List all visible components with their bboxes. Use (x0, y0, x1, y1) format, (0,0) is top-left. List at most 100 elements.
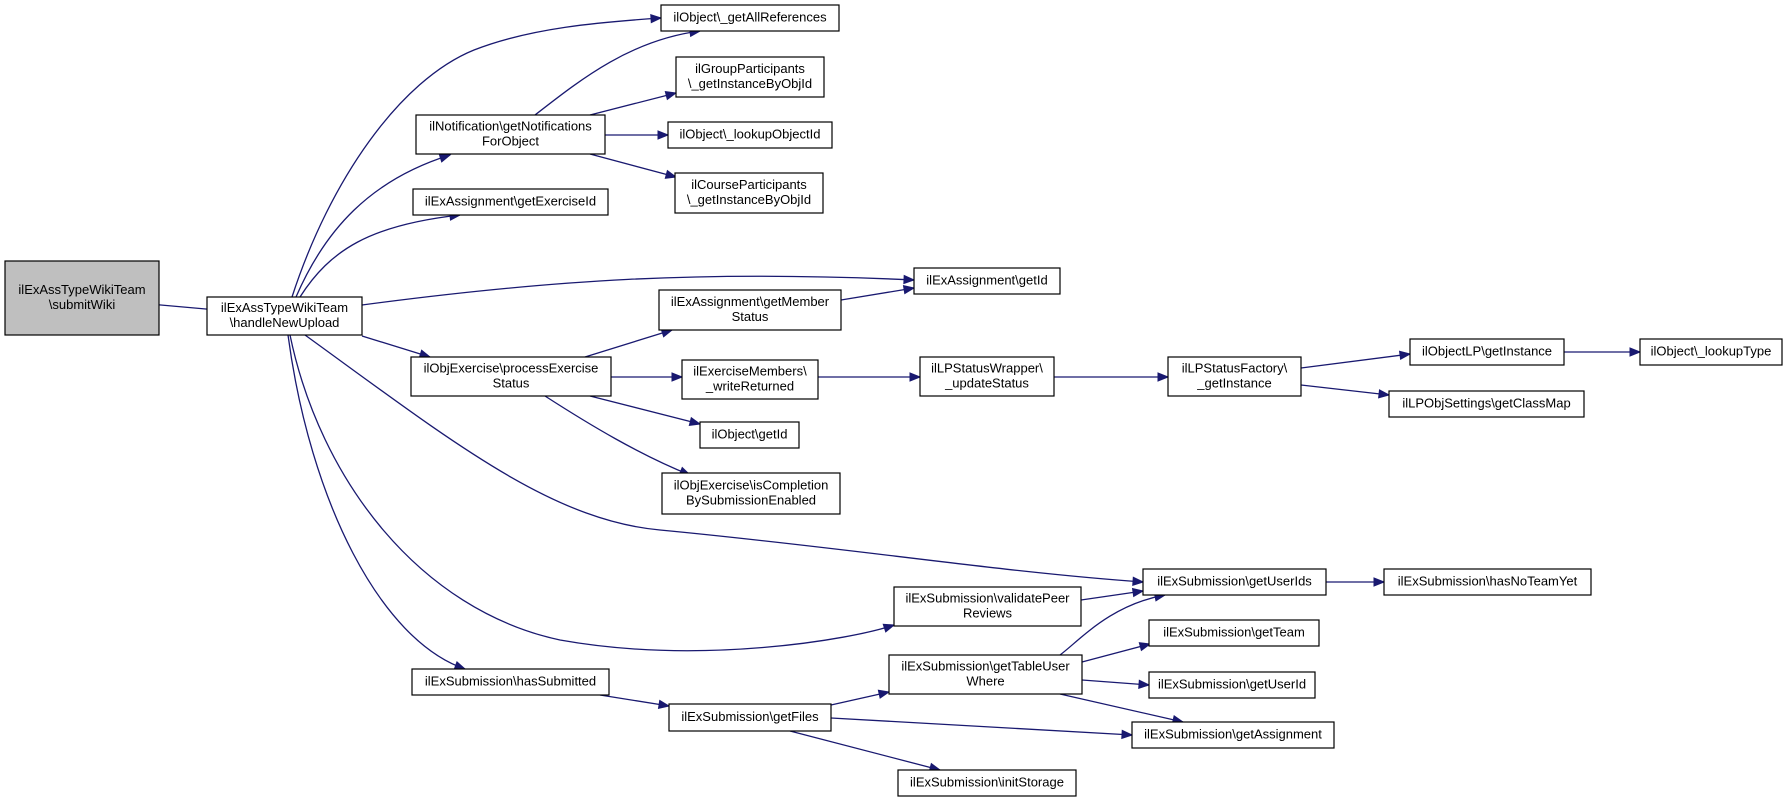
node-n4[interactable]: ilExAssignment\getExerciseId (412, 188, 609, 216)
node-n22[interactable]: ilExSubmission\hasNoTeamYet (1383, 568, 1592, 596)
edge-line (295, 154, 451, 298)
edge-n6-to-n14 (611, 372, 684, 382)
arrowhead (1378, 389, 1391, 399)
node-box (410, 356, 612, 397)
arrowhead (902, 285, 916, 295)
edge-n3-to-n11 (605, 130, 670, 140)
node-label-line: ilGroupParticipants (695, 61, 805, 76)
node-box (415, 114, 606, 155)
node-n2[interactable]: ilObject\_getAllReferences (660, 4, 840, 32)
arrowhead (1138, 642, 1152, 652)
call-nodes: ilExAssTypeWikiTeam\submitWiki ilExAssTyp… (4, 4, 1783, 797)
node-n21[interactable]: ilLPObjSettings\getClassMap (1388, 390, 1585, 418)
edge-n1-to-n4 (299, 211, 462, 298)
node-label-line: ilCourseParticipants (691, 177, 807, 192)
edge-line (1059, 693, 1184, 723)
edge-line (361, 335, 431, 358)
node-n15[interactable]: ilObject\getId (699, 421, 800, 449)
node-label-line: ilExAssTypeWikiTeam (221, 300, 348, 315)
arrowhead (664, 91, 678, 101)
edge-n14-to-n17 (818, 372, 922, 382)
edge-n23-to-n24 (830, 689, 891, 706)
node-box (893, 586, 1082, 627)
node-box (1148, 619, 1320, 647)
node-box (1388, 390, 1585, 418)
node-n5[interactable]: ilExAssignment\getId (913, 267, 1061, 295)
arrowhead (688, 416, 702, 427)
node-n16[interactable]: ilObjExercise\isCompletionBySubmissionEn… (661, 472, 841, 515)
node-box (1148, 671, 1316, 699)
edge-n1-to-n5 (361, 274, 916, 306)
edge-line (599, 694, 670, 707)
edge-line (361, 275, 915, 306)
node-n17[interactable]: ilLPStatusWrapper\_updateStatus (919, 356, 1055, 397)
node-box (897, 769, 1077, 797)
node-label-line: ilExSubmission\hasSubmitted (425, 674, 596, 689)
node-label-line: ilLPStatusFactory\ (1182, 361, 1288, 376)
node-n10[interactable]: ilGroupParticipants\_getInstanceByObjId (675, 56, 825, 98)
node-label-line: ilExSubmission\getUserIds (1157, 574, 1312, 589)
node-label-line: ilObject\_lookupType (1651, 344, 1772, 359)
edge-n17-to-n18 (1054, 372, 1170, 382)
arrowhead (1121, 729, 1134, 740)
node-box (1383, 568, 1592, 596)
arrowhead (671, 372, 684, 382)
edge-line (1081, 643, 1151, 663)
node-n20[interactable]: ilObject\_lookupType (1639, 338, 1783, 366)
node-n23[interactable]: ilExSubmission\getFiles (668, 703, 832, 732)
node-box (411, 668, 610, 696)
node-box (888, 654, 1083, 695)
edge-n1-to-n3 (295, 153, 452, 298)
node-label-line: _updateStatus (944, 376, 1029, 391)
edge-line (1300, 353, 1411, 369)
node-n1[interactable]: ilExAssTypeWikiTeam\handleNewUpload (206, 296, 363, 336)
node-n7[interactable]: ilExSubmission\getUserIds (1142, 568, 1327, 596)
arrowhead (909, 372, 922, 382)
edge-n24-to-n27 (1081, 679, 1151, 689)
edge-n18-to-n19 (1300, 350, 1412, 369)
node-n12[interactable]: ilCourseParticipants\_getInstanceByObjId (674, 172, 824, 214)
node-label-line: ilObject\getId (712, 427, 788, 442)
node-label-line: ilExSubmission\initStorage (910, 775, 1064, 790)
node-box (412, 188, 609, 216)
node-box (660, 4, 840, 32)
edge-n6-to-n15 (589, 395, 702, 427)
node-n28[interactable]: ilExSubmission\getAssignment (1131, 721, 1335, 749)
node-box (674, 172, 824, 214)
node-n19[interactable]: ilObjectLP\getInstance (1409, 338, 1565, 366)
edge-n13-to-n5 (840, 285, 916, 301)
node-label-line: ilExAssignment\getMember (671, 294, 830, 309)
edge-n1-to-n6 (361, 335, 432, 359)
node-n27[interactable]: ilExSubmission\getUserId (1148, 671, 1316, 699)
node-n9[interactable]: ilExSubmission\hasSubmitted (411, 668, 610, 696)
node-label-line: ilLPStatusWrapper\ (931, 361, 1043, 376)
node-n26[interactable]: ilExSubmission\getTeam (1148, 619, 1320, 647)
edge-line (1300, 384, 1390, 396)
arrowhead (1132, 576, 1145, 586)
node-n14[interactable]: ilExerciseMembers\_writeReturned (681, 359, 819, 400)
edge-line (1081, 679, 1150, 686)
node-box (206, 296, 363, 336)
node-label-line: Reviews (963, 606, 1013, 621)
arrowhead (650, 13, 663, 24)
call-edges (81, 13, 1642, 772)
node-n11[interactable]: ilObject\_lookupObjectId (667, 121, 833, 149)
node-n25[interactable]: ilExSubmission\initStorage (897, 769, 1077, 797)
edge-line (287, 334, 466, 670)
node-n0[interactable]: ilExAssTypeWikiTeam\submitWiki (4, 260, 160, 336)
edge-n6-to-n13 (584, 328, 674, 358)
node-n18[interactable]: ilLPStatusFactory\_getInstance (1167, 356, 1302, 397)
edge-line (589, 153, 677, 178)
node-box (681, 359, 819, 400)
edge-n23-to-n28 (830, 717, 1134, 740)
arrowhead (664, 169, 678, 179)
edge-n8-to-n7 (1080, 587, 1145, 601)
node-label-line: \_getInstanceByObjId (687, 192, 811, 207)
node-label-line: ilObjExercise\processExercise (424, 361, 599, 376)
edge-line (840, 287, 915, 301)
